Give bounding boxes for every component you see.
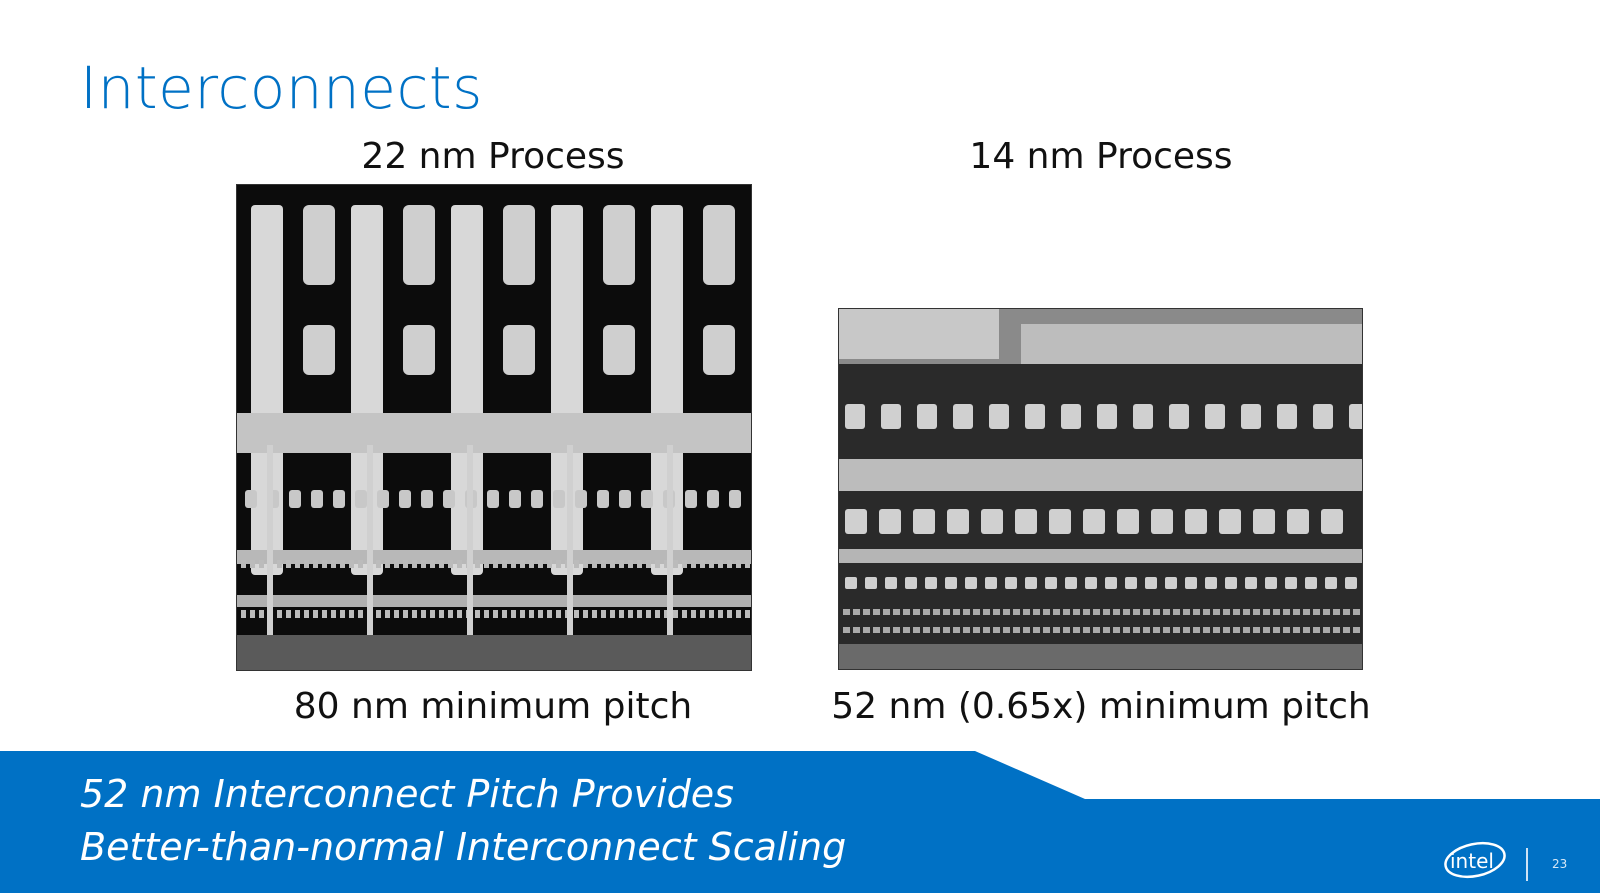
banner-line-1: 52 nm Interconnect Pitch Provides — [80, 772, 734, 816]
left-caption: 80 nm minimum pitch — [293, 686, 693, 727]
slide-title: Interconnects — [80, 54, 483, 122]
right-heading: 14 nm Process — [969, 136, 1233, 177]
right-caption: 52 nm (0.65x) minimum pitch — [831, 686, 1371, 727]
left-heading: 22 nm Process — [361, 136, 625, 177]
svg-text:intel: intel — [1450, 849, 1494, 873]
footer-divider — [1526, 848, 1528, 881]
banner-line-2: Better-than-normal Interconnect Scaling — [80, 825, 847, 869]
sem-image-22nm — [236, 184, 752, 671]
sem-image-14nm — [838, 308, 1363, 670]
page-number: 23 — [1552, 857, 1568, 871]
intel-logo: intel — [1444, 841, 1506, 879]
